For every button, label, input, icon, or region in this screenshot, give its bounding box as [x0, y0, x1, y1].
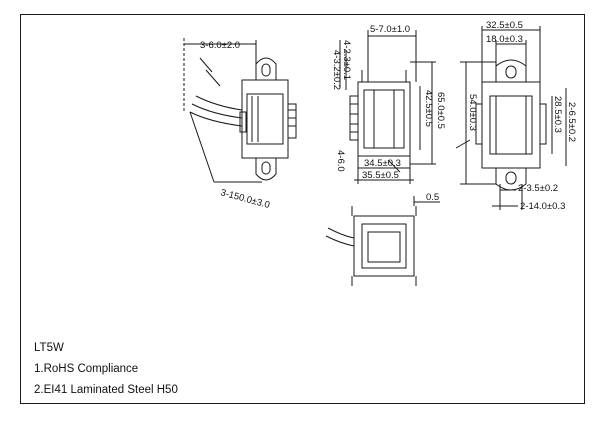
model-label: LT5W — [34, 342, 64, 354]
notes-block: LT5W 1.RoHS Compliance 2.EI41 Laminated … — [34, 338, 178, 401]
side-view — [183, 38, 297, 183]
dim-front-top: 5-7.0±1.0 — [370, 24, 410, 35]
note-rohs: 1.RoHS Compliance — [34, 363, 139, 375]
dim-bottom-offset: 0.5 — [426, 192, 439, 203]
dim-right-height: 54.0±0.3 — [467, 94, 478, 131]
dim-right-mount-a: 2-3.5±0.2 — [518, 183, 558, 194]
dim-front-vert-b: 4-3.2±0.2 — [331, 50, 342, 90]
dim-right-side-a: 28.5±0.3 — [552, 96, 563, 133]
drawing-frame — [20, 14, 585, 404]
dim-right-top-outer: 32.5±0.5 — [486, 20, 523, 31]
dim-front-height-outer: 65.0±0.5 — [435, 92, 446, 129]
dim-front-vert-a: 4-2.3±0.1 — [341, 40, 352, 80]
bottom-view — [325, 196, 440, 286]
dim-front-height-inner: 42.5±0.5 — [423, 90, 434, 127]
dim-right-top-inner: 18.0±0.3 — [486, 34, 523, 45]
dim-lead-spacing: 3-6.0±2.0 — [200, 40, 240, 51]
dim-right-side-b: 2-6.5±0.2 — [566, 102, 577, 142]
dim-front-width-inner: 34.5±0.3 — [364, 158, 401, 169]
note-steel: 2.EI41 Laminated Steel H50 — [34, 384, 178, 396]
front-view — [339, 30, 436, 184]
right-view — [455, 26, 567, 210]
dim-right-mount-b: 2-14.0±0.3 — [520, 201, 565, 212]
dim-front-width-outer: 35.5±0.5 — [362, 170, 399, 181]
dim-front-hole: 4-6.0 — [335, 150, 346, 172]
dim-lead-length: 3-150.0±3.0 — [219, 187, 271, 211]
